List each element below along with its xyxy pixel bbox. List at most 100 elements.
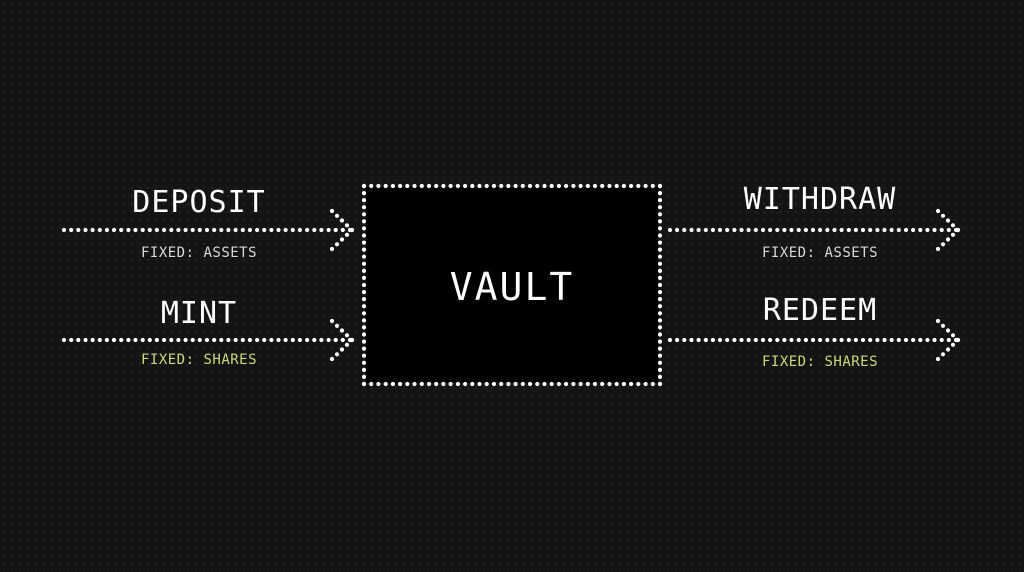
vault-border-dot <box>361 297 367 302</box>
arrow-shaft-dot <box>269 227 274 233</box>
arrow-shaft-dot <box>853 227 859 233</box>
vault-border-dot <box>564 381 569 387</box>
arrow-shaft-dot <box>796 227 801 233</box>
arrow-shaft-dot <box>233 337 238 343</box>
vault-border-dot <box>361 233 367 238</box>
arrowhead-dot <box>945 218 951 223</box>
arrowhead-dot <box>955 337 961 343</box>
vault-border-dot <box>361 374 367 379</box>
vault-border-dot <box>412 183 417 189</box>
vault-border-dot <box>455 183 460 189</box>
arrowhead-dot <box>935 318 941 324</box>
vault-border-dot <box>578 183 583 189</box>
vault-border-dot <box>361 332 367 337</box>
arrow-shaft-dot <box>782 227 787 233</box>
arrow-shaft-dot <box>825 337 830 343</box>
arrow-shaft-dot <box>825 227 830 233</box>
arrow-shaft-dot <box>717 337 723 343</box>
vault-border-dot <box>607 381 612 387</box>
arrow-shaft-dot <box>90 337 95 343</box>
arrow-shaft-dot <box>939 337 944 343</box>
arrow-shaft-dot <box>290 227 295 233</box>
arrow-shaft-dot <box>154 337 159 343</box>
vault-border-dot <box>434 183 439 189</box>
vault-border-dot <box>592 381 598 387</box>
arrow-shaft-dot <box>789 337 794 343</box>
vault-border-dot <box>578 381 583 387</box>
vault-border-dot <box>491 183 497 189</box>
arrow-shaft-dot <box>97 227 102 233</box>
vault-border-dot <box>657 367 663 372</box>
vault-border-dot <box>657 318 663 323</box>
vault-border-dot <box>621 183 627 189</box>
vault-border-dot <box>571 183 576 189</box>
arrow-shaft-dot <box>682 337 687 343</box>
arrowhead-dot <box>940 352 946 357</box>
vault-border-dot <box>361 304 367 309</box>
vault-border-dot <box>614 183 619 189</box>
arrowhead-dot <box>329 318 335 324</box>
vault-border-dot <box>650 381 655 387</box>
arrowhead-dot <box>329 356 335 362</box>
vault-border-dot <box>361 191 367 196</box>
vault-border-dot <box>477 183 482 189</box>
arrow-shaft-dot <box>810 337 816 343</box>
arrow-shaft-dot <box>675 227 680 233</box>
arrow-shaft-dot <box>226 337 231 343</box>
vault-border-dot <box>426 183 432 189</box>
arrow-shaft-dot <box>918 227 923 233</box>
arrow-shaft-dot <box>255 227 260 233</box>
vault-border-dot <box>657 332 663 337</box>
vault-border-dot <box>607 183 612 189</box>
arrow-shaft-dot <box>305 227 310 233</box>
arrow-shaft-dot <box>69 227 74 233</box>
vault-border-dot <box>390 381 395 387</box>
arrow-shaft-dot <box>932 227 937 233</box>
arrowhead-dot <box>334 323 340 328</box>
vault-border-dot <box>657 275 663 280</box>
arrow-shaft-dot <box>682 227 687 233</box>
vault-border-dot <box>405 381 410 387</box>
arrow-shaft-dot <box>111 227 117 233</box>
vault-border-dot <box>657 268 663 273</box>
arrow-shaft-dot <box>882 227 887 233</box>
vault-border-dot <box>426 381 432 387</box>
vault-border-dot <box>361 240 367 245</box>
arrow-shaft-dot <box>212 337 217 343</box>
arrow-shaft-dot <box>290 337 295 343</box>
vault-border-dot <box>361 261 367 266</box>
arrow-shaft-dot <box>319 337 324 343</box>
vault-border-dot <box>513 381 518 387</box>
arrow-shaft-dot <box>846 337 851 343</box>
arrow-shaft-dot <box>276 227 281 233</box>
vault-border-dot <box>361 254 367 259</box>
vault-border-dot <box>657 325 663 330</box>
arrow-shaft-dot <box>333 337 338 343</box>
vault-border-dot <box>361 318 367 323</box>
arrow-shaft-dot <box>810 227 816 233</box>
arrow-shaft-dot <box>83 227 88 233</box>
vault-border-dot <box>629 183 634 189</box>
vault-border-dot <box>527 381 533 387</box>
mint-fixed-shares-label: FIXED: SHARES <box>140 352 258 368</box>
vault-box-fill <box>366 187 658 383</box>
vault-border-dot <box>657 240 663 245</box>
vault-border-dot <box>592 183 598 189</box>
arrow-shaft-dot <box>782 337 787 343</box>
vault-border-dot <box>556 183 562 189</box>
arrow-shaft-dot <box>696 227 701 233</box>
arrow-shaft-dot <box>140 337 145 343</box>
arrow-shaft-dot <box>219 227 224 233</box>
arrow-shaft-dot <box>746 337 751 343</box>
vault-border-dot <box>463 183 468 189</box>
arrow-shaft-dot <box>753 227 758 233</box>
vault-border-dot <box>390 183 395 189</box>
vault-border-dot <box>448 381 453 387</box>
arrow-shaft-dot <box>297 337 302 343</box>
arrow-shaft-dot <box>710 227 716 233</box>
arrowhead-dot <box>329 208 335 214</box>
arrow-shaft-dot <box>147 227 152 233</box>
arrow-shaft-dot <box>768 227 773 233</box>
arrow-shaft-dot <box>760 227 766 233</box>
arrow-shaft-dot <box>946 337 951 343</box>
